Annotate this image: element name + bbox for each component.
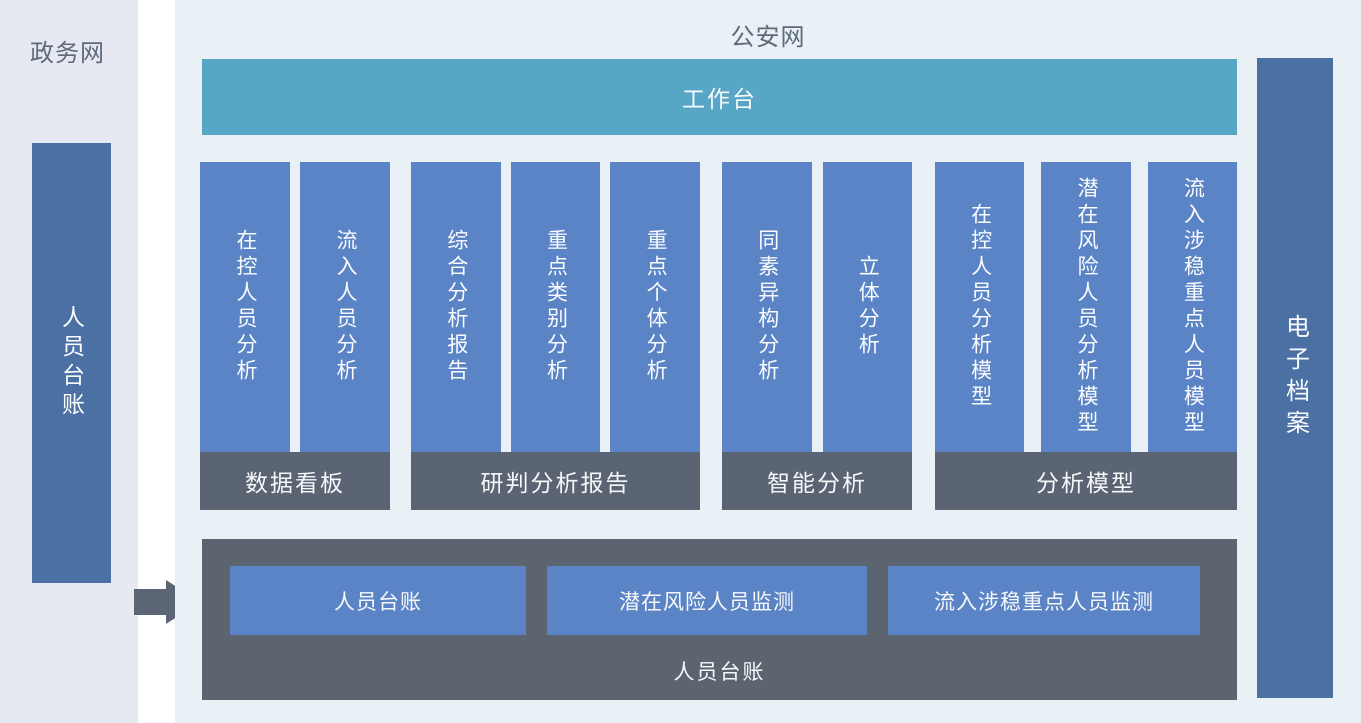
inflow-key-personnel-monitoring-button: 流入涉稳重点人员监测 bbox=[888, 566, 1200, 635]
group-columns: 在控人员分析模型 潜在风险人员分析模型 流入涉稳重点人员模型 bbox=[935, 162, 1237, 452]
gov-personnel-ledger-label: 人员台账 bbox=[58, 305, 85, 421]
module-potential-risk-personnel-model: 潜在风险人员分析模型 bbox=[1041, 162, 1131, 452]
module-key-individual-analysis: 重点个体分析 bbox=[610, 162, 701, 452]
group-label-analysis-report: 研判分析报告 bbox=[411, 452, 700, 510]
group-columns: 在控人员分析 流入人员分析 bbox=[200, 162, 390, 452]
group-label-analysis-models: 分析模型 bbox=[935, 452, 1237, 510]
personnel-ledger-panel-label: 人员台账 bbox=[673, 661, 766, 684]
personnel-ledger-button: 人员台账 bbox=[230, 566, 526, 635]
personnel-ledger-panel: 人员台账 潜在风险人员监测 流入涉稳重点人员监测 人员台账 bbox=[202, 539, 1237, 700]
group-label-data-dashboard: 数据看板 bbox=[200, 452, 390, 510]
potential-risk-monitoring-button: 潜在风险人员监测 bbox=[547, 566, 867, 635]
electronic-archive-label: 电子档案 bbox=[1281, 314, 1309, 442]
module-comprehensive-analysis-report: 综合分析报告 bbox=[411, 162, 501, 452]
group-analysis-models: 在控人员分析模型 潜在风险人员分析模型 流入涉稳重点人员模型 分析模型 bbox=[935, 162, 1237, 510]
module-in-control-personnel-analysis: 在控人员分析 bbox=[200, 162, 290, 452]
group-data-dashboard: 在控人员分析 流入人员分析 数据看板 bbox=[200, 162, 390, 510]
police-network-panel: 公安网 工作台 在控人员分析 流入人员分析 数据看板 综合分析报告 bbox=[175, 0, 1361, 723]
module-inflow-personnel-analysis: 流入人员分析 bbox=[300, 162, 390, 452]
ledger-button-row: 人员台账 潜在风险人员监测 流入涉稳重点人员监测 bbox=[202, 539, 1237, 635]
gov-network-title: 政务网 bbox=[30, 40, 105, 67]
workbench-label: 工作台 bbox=[682, 86, 757, 112]
module-stereoscopic-analysis: 立体分析 bbox=[822, 162, 912, 452]
module-inflow-key-personnel-model: 流入涉稳重点人员模型 bbox=[1147, 162, 1237, 452]
module-isomer-analysis: 同素异构分析 bbox=[722, 162, 812, 452]
police-network-title: 公安网 bbox=[730, 24, 806, 51]
group-label-intelligent-analysis: 智能分析 bbox=[722, 452, 912, 510]
electronic-archive-bar: 电子档案 bbox=[1257, 58, 1333, 698]
group-intelligent-analysis: 同素异构分析 立体分析 智能分析 bbox=[722, 162, 912, 510]
gov-network-panel: 政务网 人员台账 bbox=[0, 0, 138, 723]
gov-personnel-ledger-bar: 人员台账 bbox=[32, 143, 111, 583]
group-columns: 综合分析报告 重点类别分析 重点个体分析 bbox=[411, 162, 701, 452]
flow-arrow-icon bbox=[134, 580, 200, 624]
module-key-category-analysis: 重点类别分析 bbox=[510, 162, 601, 452]
group-columns: 同素异构分析 立体分析 bbox=[722, 162, 912, 452]
workbench-bar: 工作台 bbox=[202, 59, 1237, 135]
module-in-control-personnel-model: 在控人员分析模型 bbox=[935, 162, 1025, 452]
group-analysis-report: 综合分析报告 重点类别分析 重点个体分析 研判分析报告 bbox=[411, 162, 701, 510]
